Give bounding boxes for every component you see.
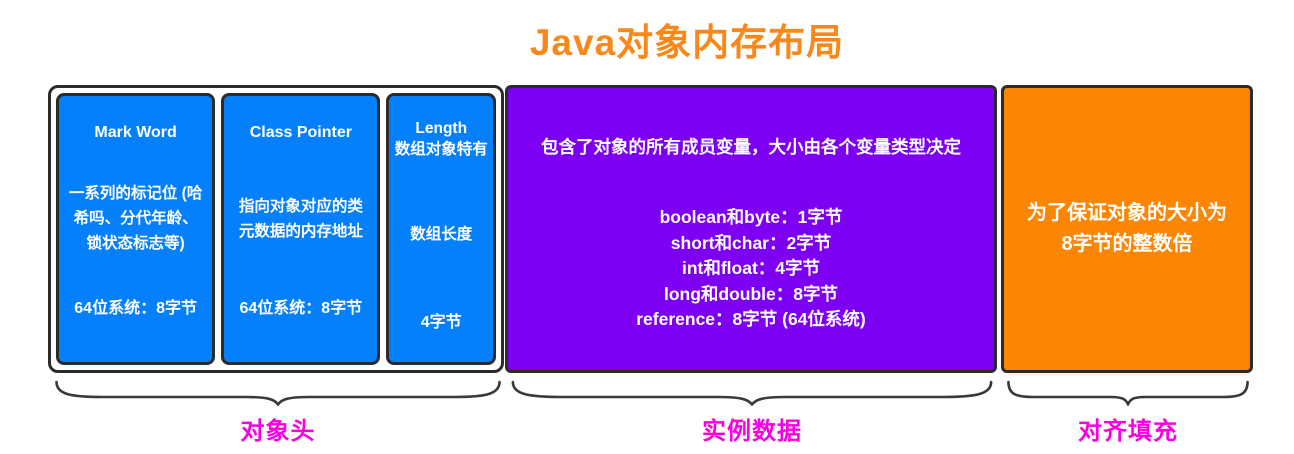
mark-word-box: Mark Word 一系列的标记位 (哈希吗、分代年龄、锁状态标志等) 64位系… (56, 93, 216, 365)
length-title: Length (415, 120, 468, 137)
class-pointer-size: 64位系统：8字节 (239, 300, 363, 317)
instance-data-type-sizes: boolean和byte：1字节 short和char：2字节 int和floa… (508, 205, 994, 333)
length-title-block: Length 数组对象特有 (395, 118, 488, 160)
object-header-label: 对象头 (240, 418, 316, 445)
type-size-line: boolean和byte：1字节 (659, 207, 843, 227)
class-pointer-title: Class Pointer (249, 124, 352, 141)
alignment-padding-label: 对齐填充 (1078, 418, 1178, 445)
length-subtitle: 数组对象特有 (394, 141, 488, 158)
class-pointer-desc: 指向对象对应的类元数据的内存地址 (238, 197, 363, 240)
page-title: Java对象内存布局 (529, 22, 845, 63)
type-size-line: long和double：8字节 (663, 283, 839, 304)
type-size-line: int和float：4字节 (681, 258, 821, 278)
instance-data-box: 包含了对象的所有成员变量，大小由各个变量类型决定 boolean和byte：1字… (505, 85, 997, 373)
alignment-padding-desc: 为了保证对象的大小为8字节的整数倍 (1027, 202, 1227, 255)
mark-word-size: 64位系统：8字节 (74, 300, 197, 317)
mark-word-title: Mark Word (94, 124, 177, 141)
length-box: Length 数组对象特有 数组长度 4字节 (386, 93, 496, 365)
instance-data-label: 实例数据 (702, 418, 802, 445)
length-size: 4字节 (420, 314, 462, 331)
object-header-group: Mark Word 一系列的标记位 (哈希吗、分代年龄、锁状态标志等) 64位系… (48, 85, 504, 373)
object-header-brace-group: 对象头 (52, 380, 504, 446)
underbrace-icon (508, 380, 996, 406)
underbrace-icon (1006, 380, 1250, 406)
mark-word-desc: 一系列的标记位 (哈希吗、分代年龄、锁状态标志等) (68, 185, 203, 252)
alignment-padding-brace-group: 对齐填充 (1006, 380, 1250, 446)
underbrace-icon (52, 380, 504, 406)
instance-data-brace-group: 实例数据 (508, 380, 996, 446)
alignment-padding-box: 为了保证对象的大小为8字节的整数倍 (1001, 85, 1253, 373)
type-size-line: short和char：2字节 (670, 232, 832, 253)
class-pointer-box: Class Pointer 指向对象对应的类元数据的内存地址 64位系统：8字节 (221, 93, 381, 365)
length-desc: 数组长度 (410, 225, 473, 243)
instance-data-intro: 包含了对象的所有成员变量，大小由各个变量类型决定 (541, 137, 961, 157)
type-size-line: reference：8字节 (64位系统) (636, 309, 866, 329)
